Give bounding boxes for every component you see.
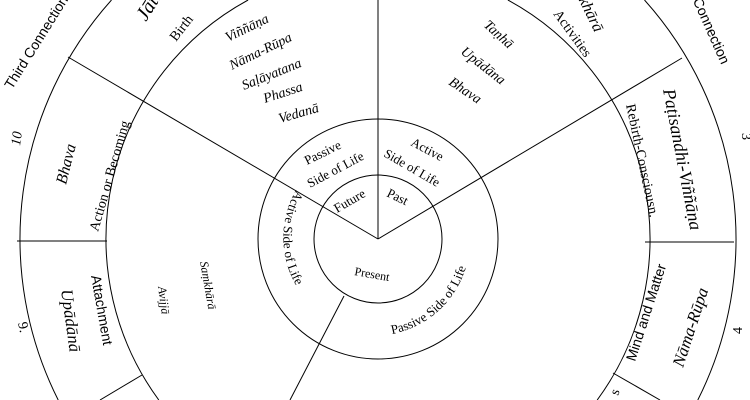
factor-tanha: Taṇhā <box>480 18 516 52</box>
outer-circle-left-arc <box>19 0 112 400</box>
active-side-left: Active Side of Life <box>280 188 307 287</box>
divider-upper-left <box>67 56 379 240</box>
outer-circle-right-arc <box>644 0 737 400</box>
bhava-outer-label: Bhava <box>53 142 79 186</box>
number-3: 3 <box>738 133 750 140</box>
factor-bhava: Bhava <box>446 75 484 107</box>
upadana-outer-label: Upādānā <box>57 288 85 354</box>
divider-outer-lower-right <box>612 372 661 400</box>
outer-ring-inner-right-arc <box>507 0 651 400</box>
factor-vinnana: Viññāṇa <box>223 12 271 46</box>
action-or-becoming-label: Action or Becoming <box>87 119 133 233</box>
jati-label: Jāti <box>132 0 167 25</box>
passive-side-right-path-text: Passive Side of Life <box>389 263 469 337</box>
patisandhi-label: Paṭisandhi-Viññāṇa <box>659 86 706 232</box>
divider-outer-lower-left <box>99 374 143 400</box>
mind-and-matter-label: Mind and Matter <box>623 261 670 362</box>
rebirth-consciousness-label: Rebirth-Consciousn. <box>622 103 661 219</box>
divider-upper-right <box>377 57 683 240</box>
number-4: 4 <box>731 327 746 334</box>
passive-side-right: Passive Side of Life <box>389 263 469 337</box>
number-9: 9. <box>14 321 31 334</box>
number-10: 10 <box>9 131 26 147</box>
factor-samkhara: Saṃkhārā <box>197 260 219 310</box>
third-connection-label: Third Connection <box>1 0 71 92</box>
nama-rupa-outer-label: Nāma-Rūpa <box>668 285 712 370</box>
past-label: Past <box>385 185 411 208</box>
attachment-label: Attachment <box>88 274 116 347</box>
factor-vedana: Vedanā <box>277 101 321 127</box>
active-side-left-path-text: Active Side of Life <box>280 188 307 287</box>
outer-ring-inner-left-arc <box>105 0 249 400</box>
factor-avijja: Avijjā <box>155 284 173 315</box>
divider-lower-left <box>289 295 345 400</box>
partial-label: s <box>608 387 624 397</box>
present-label: Present <box>353 264 391 284</box>
